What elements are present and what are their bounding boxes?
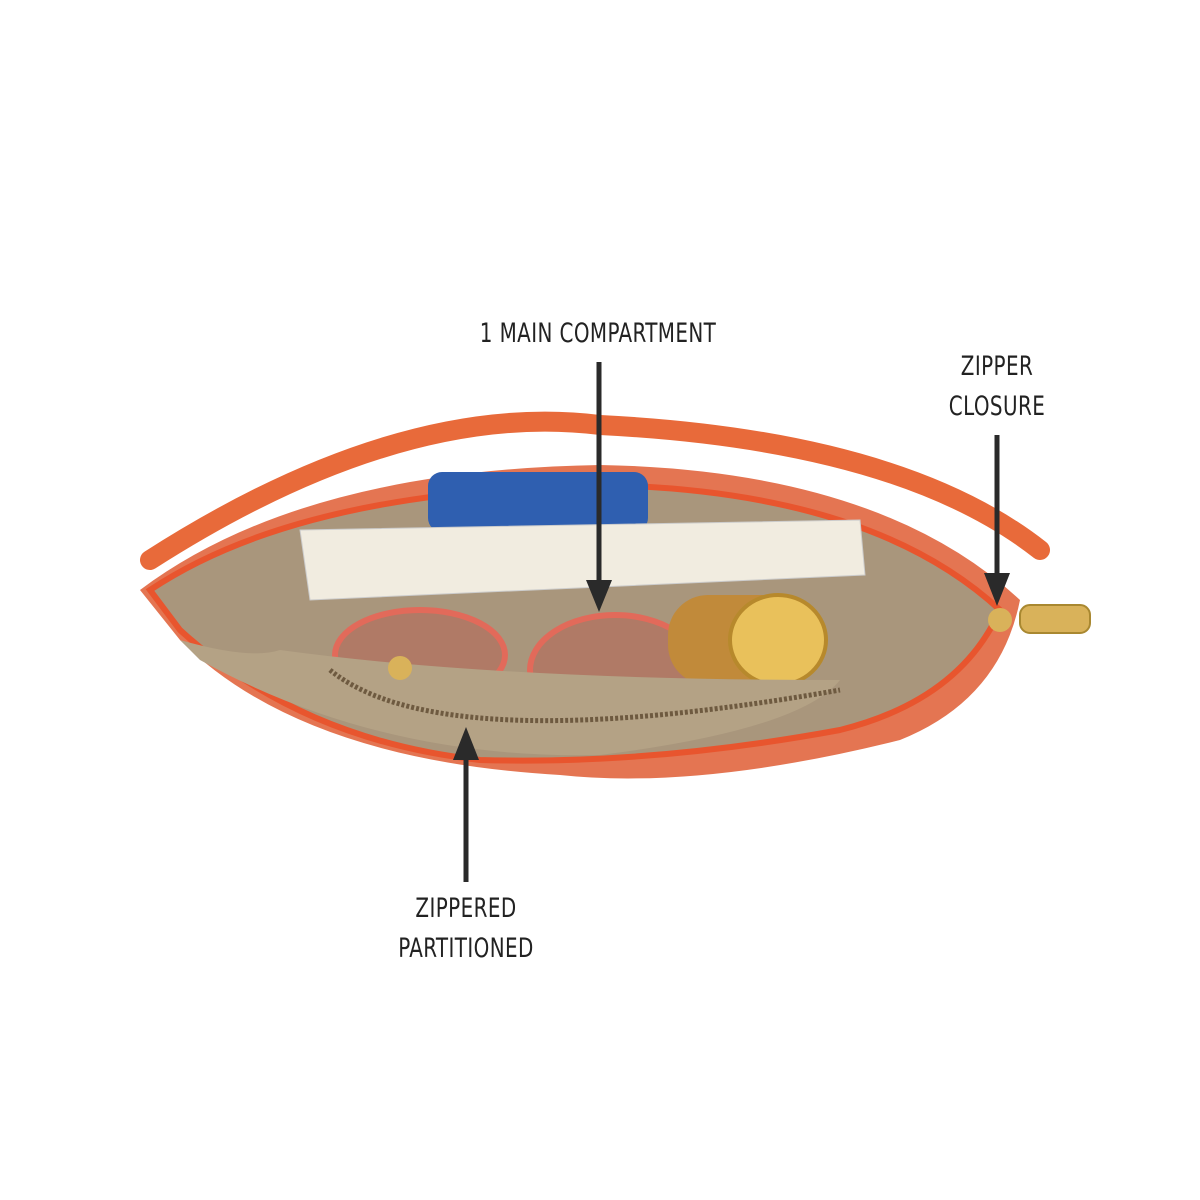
phone xyxy=(428,472,648,532)
notebook xyxy=(299,519,866,601)
label-zippered-partitioned-line1: ZIPPERED xyxy=(415,893,517,924)
label-zipper-closure: ZIPPER CLOSURE xyxy=(915,347,1079,427)
perfume-cap xyxy=(728,593,828,687)
arrow-main-compartment xyxy=(586,362,612,612)
closure-zipper-pull xyxy=(1019,604,1091,634)
label-main-compartment: 1 MAIN COMPARTMENT xyxy=(479,318,717,349)
label-zipper-closure-line2: CLOSURE xyxy=(948,391,1046,422)
label-zippered-partitioned-line2: PARTITIONED xyxy=(398,933,534,964)
arrow-zipper-closure xyxy=(984,435,1010,606)
label-zipper-closure-line1: ZIPPER xyxy=(960,351,1034,382)
closure-zipper-slider xyxy=(988,608,1012,632)
zippered-pocket xyxy=(180,640,840,756)
label-zippered-partitioned: ZIPPERED PARTITIONED xyxy=(368,889,565,969)
pocket-zipper xyxy=(328,668,841,724)
pocket-zipper-pull xyxy=(388,656,412,680)
arrow-zippered-partitioned xyxy=(453,727,479,882)
